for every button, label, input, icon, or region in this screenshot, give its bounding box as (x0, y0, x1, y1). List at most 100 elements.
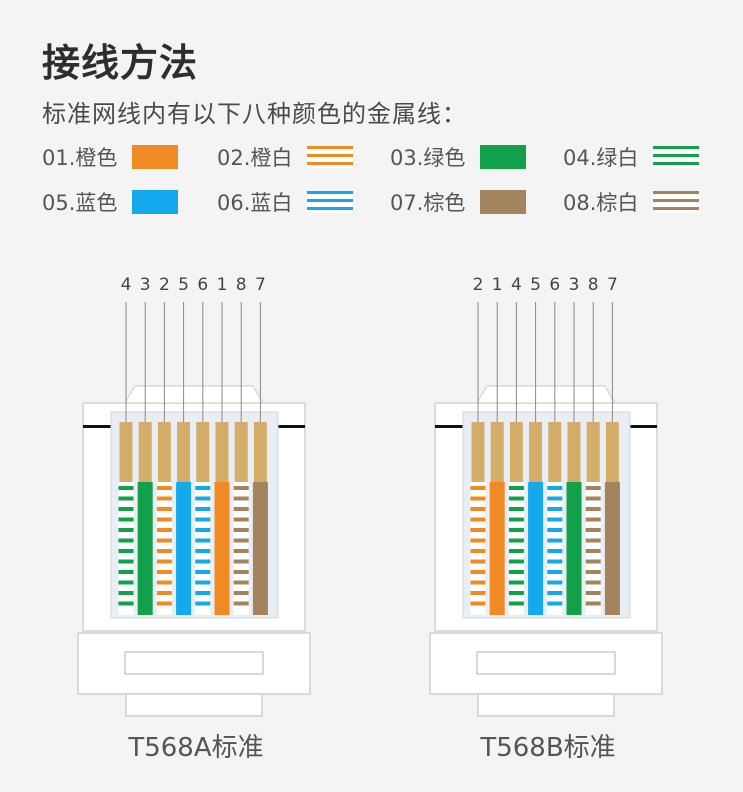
connector-tail (477, 693, 615, 717)
wire-stripe (508, 549, 524, 553)
wire (195, 482, 211, 615)
wire (528, 482, 544, 615)
wire-stripe (470, 507, 486, 511)
pin-number-label: 6 (549, 275, 560, 295)
pin-number-label: 2 (159, 275, 170, 295)
wire-stripe (585, 538, 601, 543)
legend-label: 03.绿色 (390, 146, 466, 170)
wire-stripe (233, 528, 249, 532)
wire-stripe (195, 570, 211, 574)
pin-number-label: 7 (255, 275, 266, 295)
pin-number-label: 4 (121, 275, 132, 295)
wire (489, 482, 505, 615)
wire (156, 482, 172, 615)
wire (252, 482, 268, 615)
wire (470, 482, 486, 615)
wire (547, 482, 563, 615)
gold-contact (509, 422, 523, 482)
striped-swatch (653, 146, 699, 168)
wire-stripe (195, 517, 211, 522)
wire-stripe (118, 549, 134, 553)
wire-stripe (547, 538, 563, 543)
connector-cap (123, 385, 265, 404)
wire-stripe (547, 591, 563, 595)
wire-stripe (508, 580, 524, 585)
wire-stripe (470, 496, 486, 501)
wire-stripe (547, 570, 563, 574)
wire-stripe (118, 559, 134, 564)
solid-swatch (132, 190, 178, 214)
legend-item: 06.蓝白 (217, 188, 353, 216)
wire-stripe (156, 538, 172, 543)
wire-stripe (156, 528, 172, 532)
gold-contact (196, 422, 210, 482)
pin-number-label: 6 (197, 275, 208, 295)
wire-stripe (585, 549, 601, 553)
wire-stripe (118, 591, 134, 595)
gold-contact (119, 422, 133, 482)
wire-stripe (156, 486, 172, 490)
wire-stripe (156, 517, 172, 522)
gold-contact (138, 422, 152, 482)
gold-contact (567, 422, 581, 482)
wire-stripe (156, 549, 172, 553)
wire-stripe (118, 538, 134, 543)
gold-contact (215, 422, 229, 482)
wire-stripe (156, 601, 172, 606)
striped-swatch (653, 191, 699, 213)
wire-stripe (118, 507, 134, 511)
wire-stripe (233, 559, 249, 564)
legend-item: 04.绿白 (563, 143, 699, 171)
wire-stripe (156, 570, 172, 574)
wire-stripe (156, 496, 172, 501)
striped-swatch (307, 146, 353, 168)
solid-swatch (480, 145, 526, 169)
gold-contact (234, 422, 248, 482)
wire-stripe (195, 591, 211, 595)
gold-contact (471, 422, 485, 482)
wire (604, 482, 620, 615)
wire (137, 482, 153, 615)
wire-stripe (470, 549, 486, 553)
gold-contact (157, 422, 171, 482)
wire-stripe (195, 538, 211, 543)
wire-stripe (585, 507, 601, 511)
wire-stripe (508, 570, 524, 574)
legend-item: 02.橙白 (217, 143, 353, 171)
legend-label: 04.绿白 (563, 146, 639, 170)
wire-stripe (508, 559, 524, 564)
wire (176, 482, 192, 615)
pin-number-label: 1 (217, 275, 228, 295)
wire-stripe (547, 486, 563, 490)
wire-stripe (195, 601, 211, 606)
wire (233, 482, 249, 615)
wire-stripe (233, 517, 249, 522)
legend-item: 07.棕色 (390, 188, 526, 216)
pin-number-label: 3 (569, 275, 580, 295)
wire-stripe (508, 538, 524, 543)
wire-stripe (156, 591, 172, 595)
page-subtitle: 标准网线内有以下八种颜色的金属线： (42, 100, 467, 128)
wire-stripe (195, 580, 211, 585)
pin-number-label: 8 (236, 275, 247, 295)
wire (566, 482, 582, 615)
gold-contact (605, 422, 619, 482)
page-title: 接线方法 (42, 41, 199, 85)
connector-cap (475, 385, 617, 404)
connector-latch-mark (435, 425, 463, 428)
gold-contact (253, 422, 267, 482)
wire-stripe (195, 559, 211, 564)
wire-stripe (233, 507, 249, 511)
wire-stripe (233, 549, 249, 553)
gold-contact (529, 422, 543, 482)
wire-stripe (508, 528, 524, 532)
standard-label-t568b: T568B标准 (480, 733, 616, 763)
wire-stripe (195, 486, 211, 490)
wire-stripe (547, 528, 563, 532)
gold-contact (586, 422, 600, 482)
legend-label: 06.蓝白 (217, 191, 293, 215)
legend-item: 01.橙色 (42, 143, 178, 171)
wire-stripe (547, 559, 563, 564)
wire-stripe (470, 538, 486, 543)
